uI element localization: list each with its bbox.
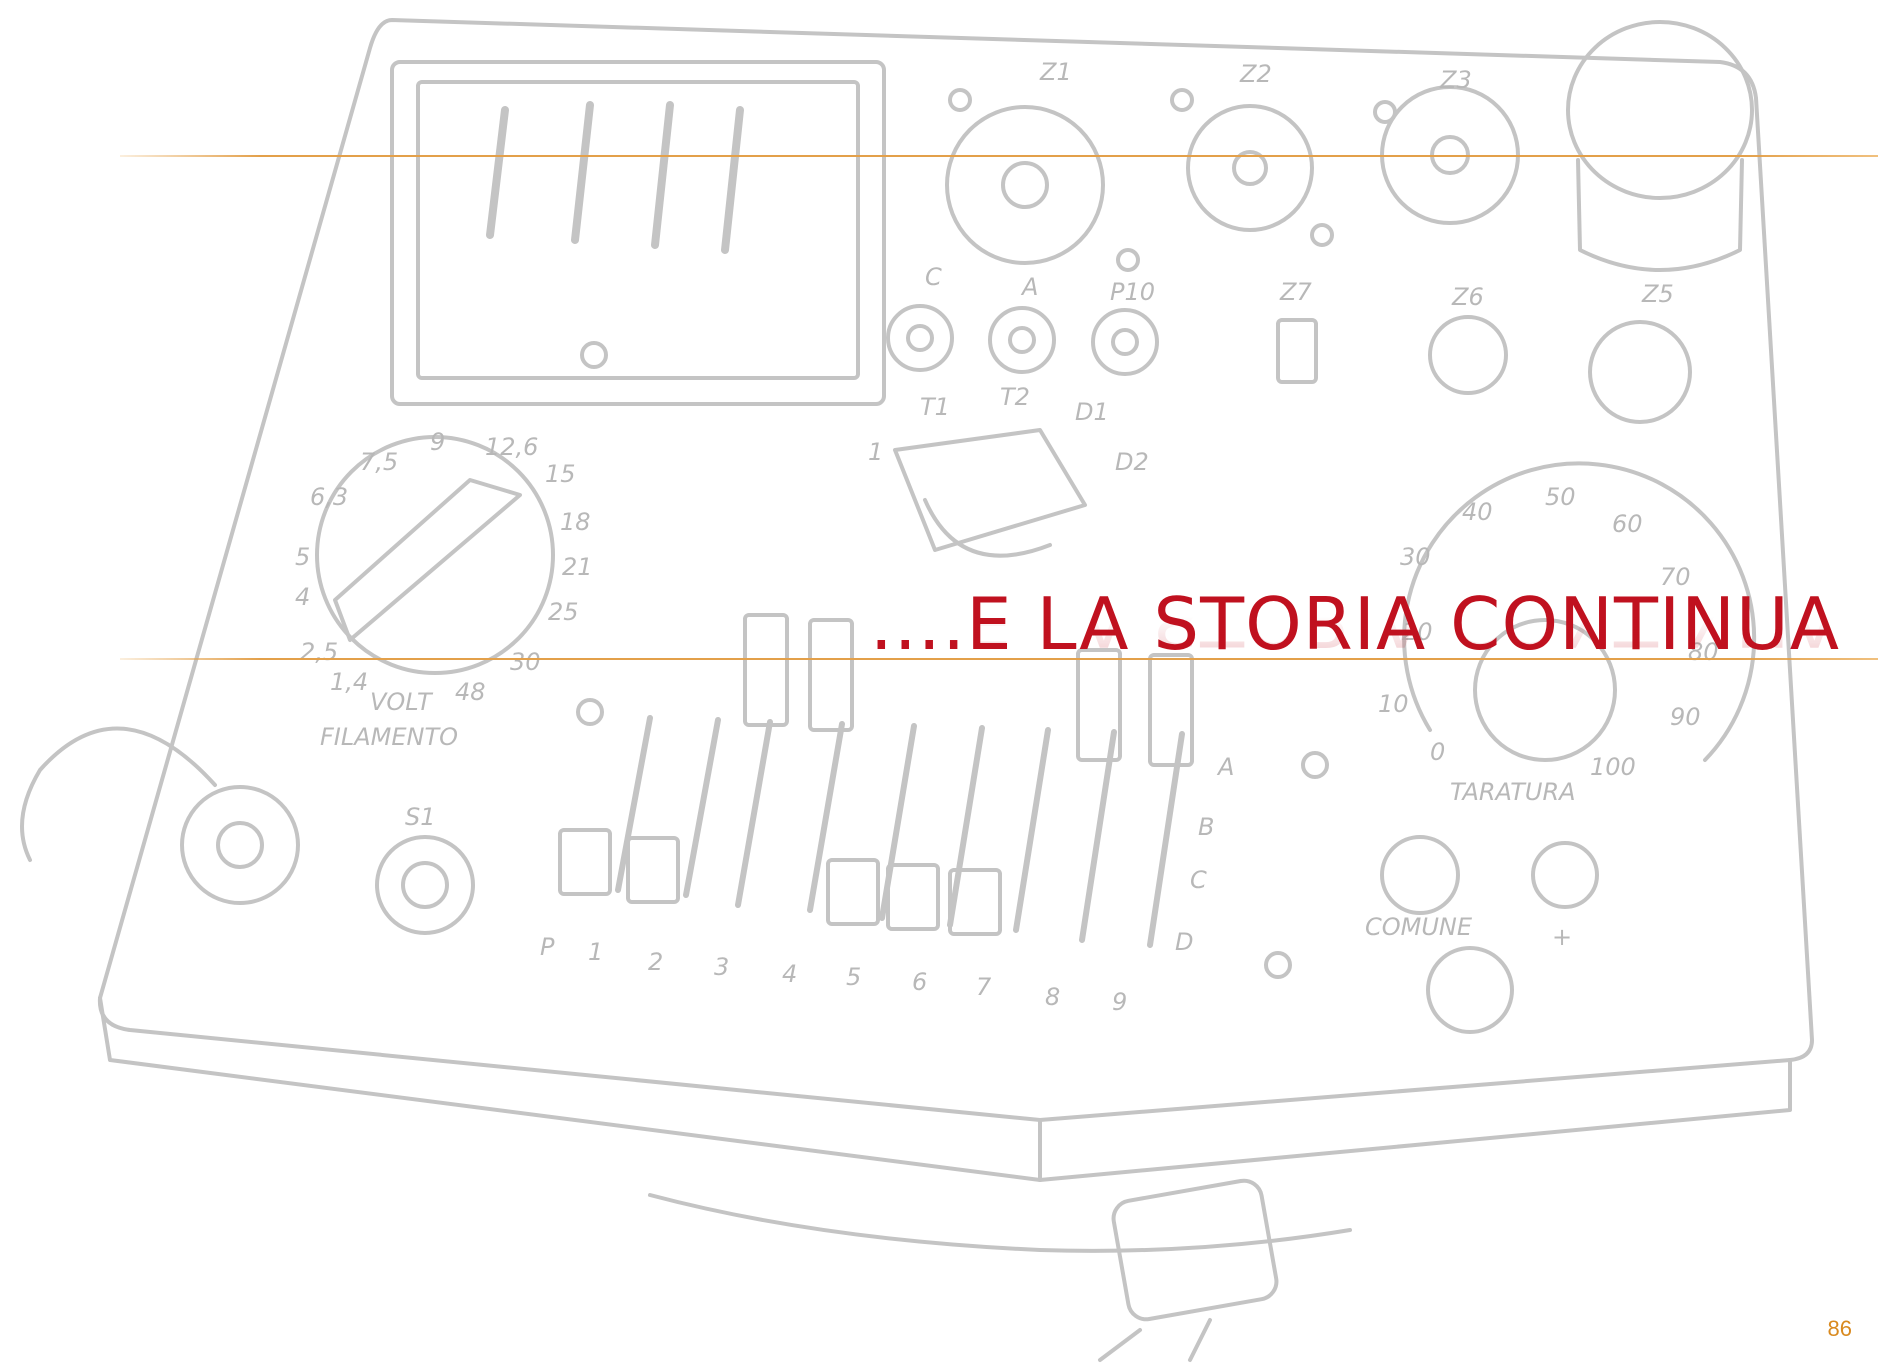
socket-z1 [945, 105, 1105, 265]
socket-z7 [1276, 318, 1318, 384]
top-divider-rule [120, 155, 1878, 157]
filament-caption-volt: VOLT [370, 688, 434, 716]
output-common-label: COMUNE [1365, 913, 1473, 941]
cal-0: 0 [1430, 738, 1445, 766]
cal-50: 50 [1545, 483, 1576, 511]
label-p10: P10 [1110, 278, 1155, 306]
filament-14: 1,4 [330, 668, 368, 696]
label-z5: Z5 [1641, 280, 1674, 308]
panel-side [98, 996, 1792, 1182]
label-c: C [925, 263, 942, 291]
cal-10: 10 [1378, 690, 1409, 718]
fuse-holder [180, 785, 300, 905]
selector-knob [893, 428, 1087, 552]
filament-25: 2,5 [300, 638, 338, 666]
filament-75: 7,5 [360, 448, 398, 476]
panel-outline [97, 18, 1814, 1122]
label-1: 1 [868, 438, 883, 466]
filament-dial [315, 435, 555, 675]
cal-70: 70 [1660, 563, 1691, 591]
key-label-4: 4 [782, 960, 797, 988]
tube-shield [1566, 20, 1754, 200]
filament-15: 15 [545, 460, 576, 488]
label-t1: T1 [920, 393, 950, 421]
cal-40: 40 [1462, 498, 1493, 526]
terminal-c [886, 304, 954, 372]
label-d1: D1 [1075, 398, 1109, 426]
filament-63: 6,3 [310, 483, 348, 511]
key-label-3: 3 [714, 953, 729, 981]
socket-z6 [1428, 315, 1508, 395]
push-button [1426, 946, 1514, 1034]
socket-z2 [1186, 104, 1314, 232]
filament-126: 12,6 [485, 433, 538, 461]
key-label-7: 7 [976, 973, 992, 1001]
filament-25: 25 [548, 598, 579, 626]
plug [1111, 1178, 1279, 1322]
key-label-2: 2 [648, 948, 663, 976]
key-caps [558, 613, 1194, 936]
cal-30: 30 [1400, 543, 1431, 571]
output-common [1380, 835, 1460, 915]
cal-20: 20 [1402, 618, 1433, 646]
filament-21: 21 [562, 553, 593, 581]
terminal-a [988, 306, 1056, 374]
calibration-dial [1402, 461, 1757, 762]
output-plus [1531, 841, 1599, 909]
label-z7: Z7 [1279, 278, 1312, 306]
cable [20, 726, 217, 862]
filament-5: 5 [295, 543, 310, 571]
row-label-c: C [1190, 866, 1207, 894]
label-d2: D2 [1115, 448, 1149, 476]
cal-90: 90 [1670, 703, 1701, 731]
filament-18: 18 [560, 508, 591, 536]
row-label-a: A [1216, 753, 1234, 781]
terminal-p10 [1091, 308, 1159, 376]
calibration-caption: TARATURA [1450, 778, 1576, 806]
key-label-1: 1 [588, 938, 603, 966]
label-z1: Z1 [1039, 58, 1072, 86]
filament-48: 48 [455, 678, 486, 706]
filament-4: 4 [295, 583, 310, 611]
key-label-p: P [540, 933, 555, 961]
slide-title: ….E LA STORIA CONTINUA [869, 582, 1840, 666]
meter-window [390, 60, 886, 406]
filament-30: 30 [510, 648, 541, 676]
key-label-9: 9 [1112, 988, 1127, 1016]
key-label-5: 5 [846, 963, 861, 991]
cal-60: 60 [1612, 510, 1643, 538]
plug-cable [648, 1193, 1352, 1253]
filament-caption-filamento: FILAMENTO [320, 723, 458, 751]
label-z3: Z3 [1439, 66, 1472, 94]
output-plus-label: + [1552, 923, 1572, 951]
key-label-6: 6 [912, 968, 927, 996]
label-a: A [1020, 273, 1038, 301]
cal-80: 80 [1688, 638, 1719, 666]
socket-z5 [1588, 320, 1692, 424]
title-divider-rule [120, 658, 1878, 660]
key-label-8: 8 [1045, 983, 1060, 1011]
row-label-b: B [1198, 813, 1214, 841]
label-s1: S1 [405, 803, 436, 831]
cal-100: 100 [1590, 753, 1636, 781]
label-t2: T2 [1000, 383, 1030, 411]
switch-s1 [375, 835, 475, 935]
label-z2: Z2 [1239, 60, 1272, 88]
key-strips [615, 715, 1185, 948]
label-z6: Z6 [1451, 283, 1484, 311]
page-number: 86 [1827, 1316, 1852, 1341]
filament-9: 9 [430, 428, 445, 456]
row-label-d: D [1175, 928, 1193, 956]
